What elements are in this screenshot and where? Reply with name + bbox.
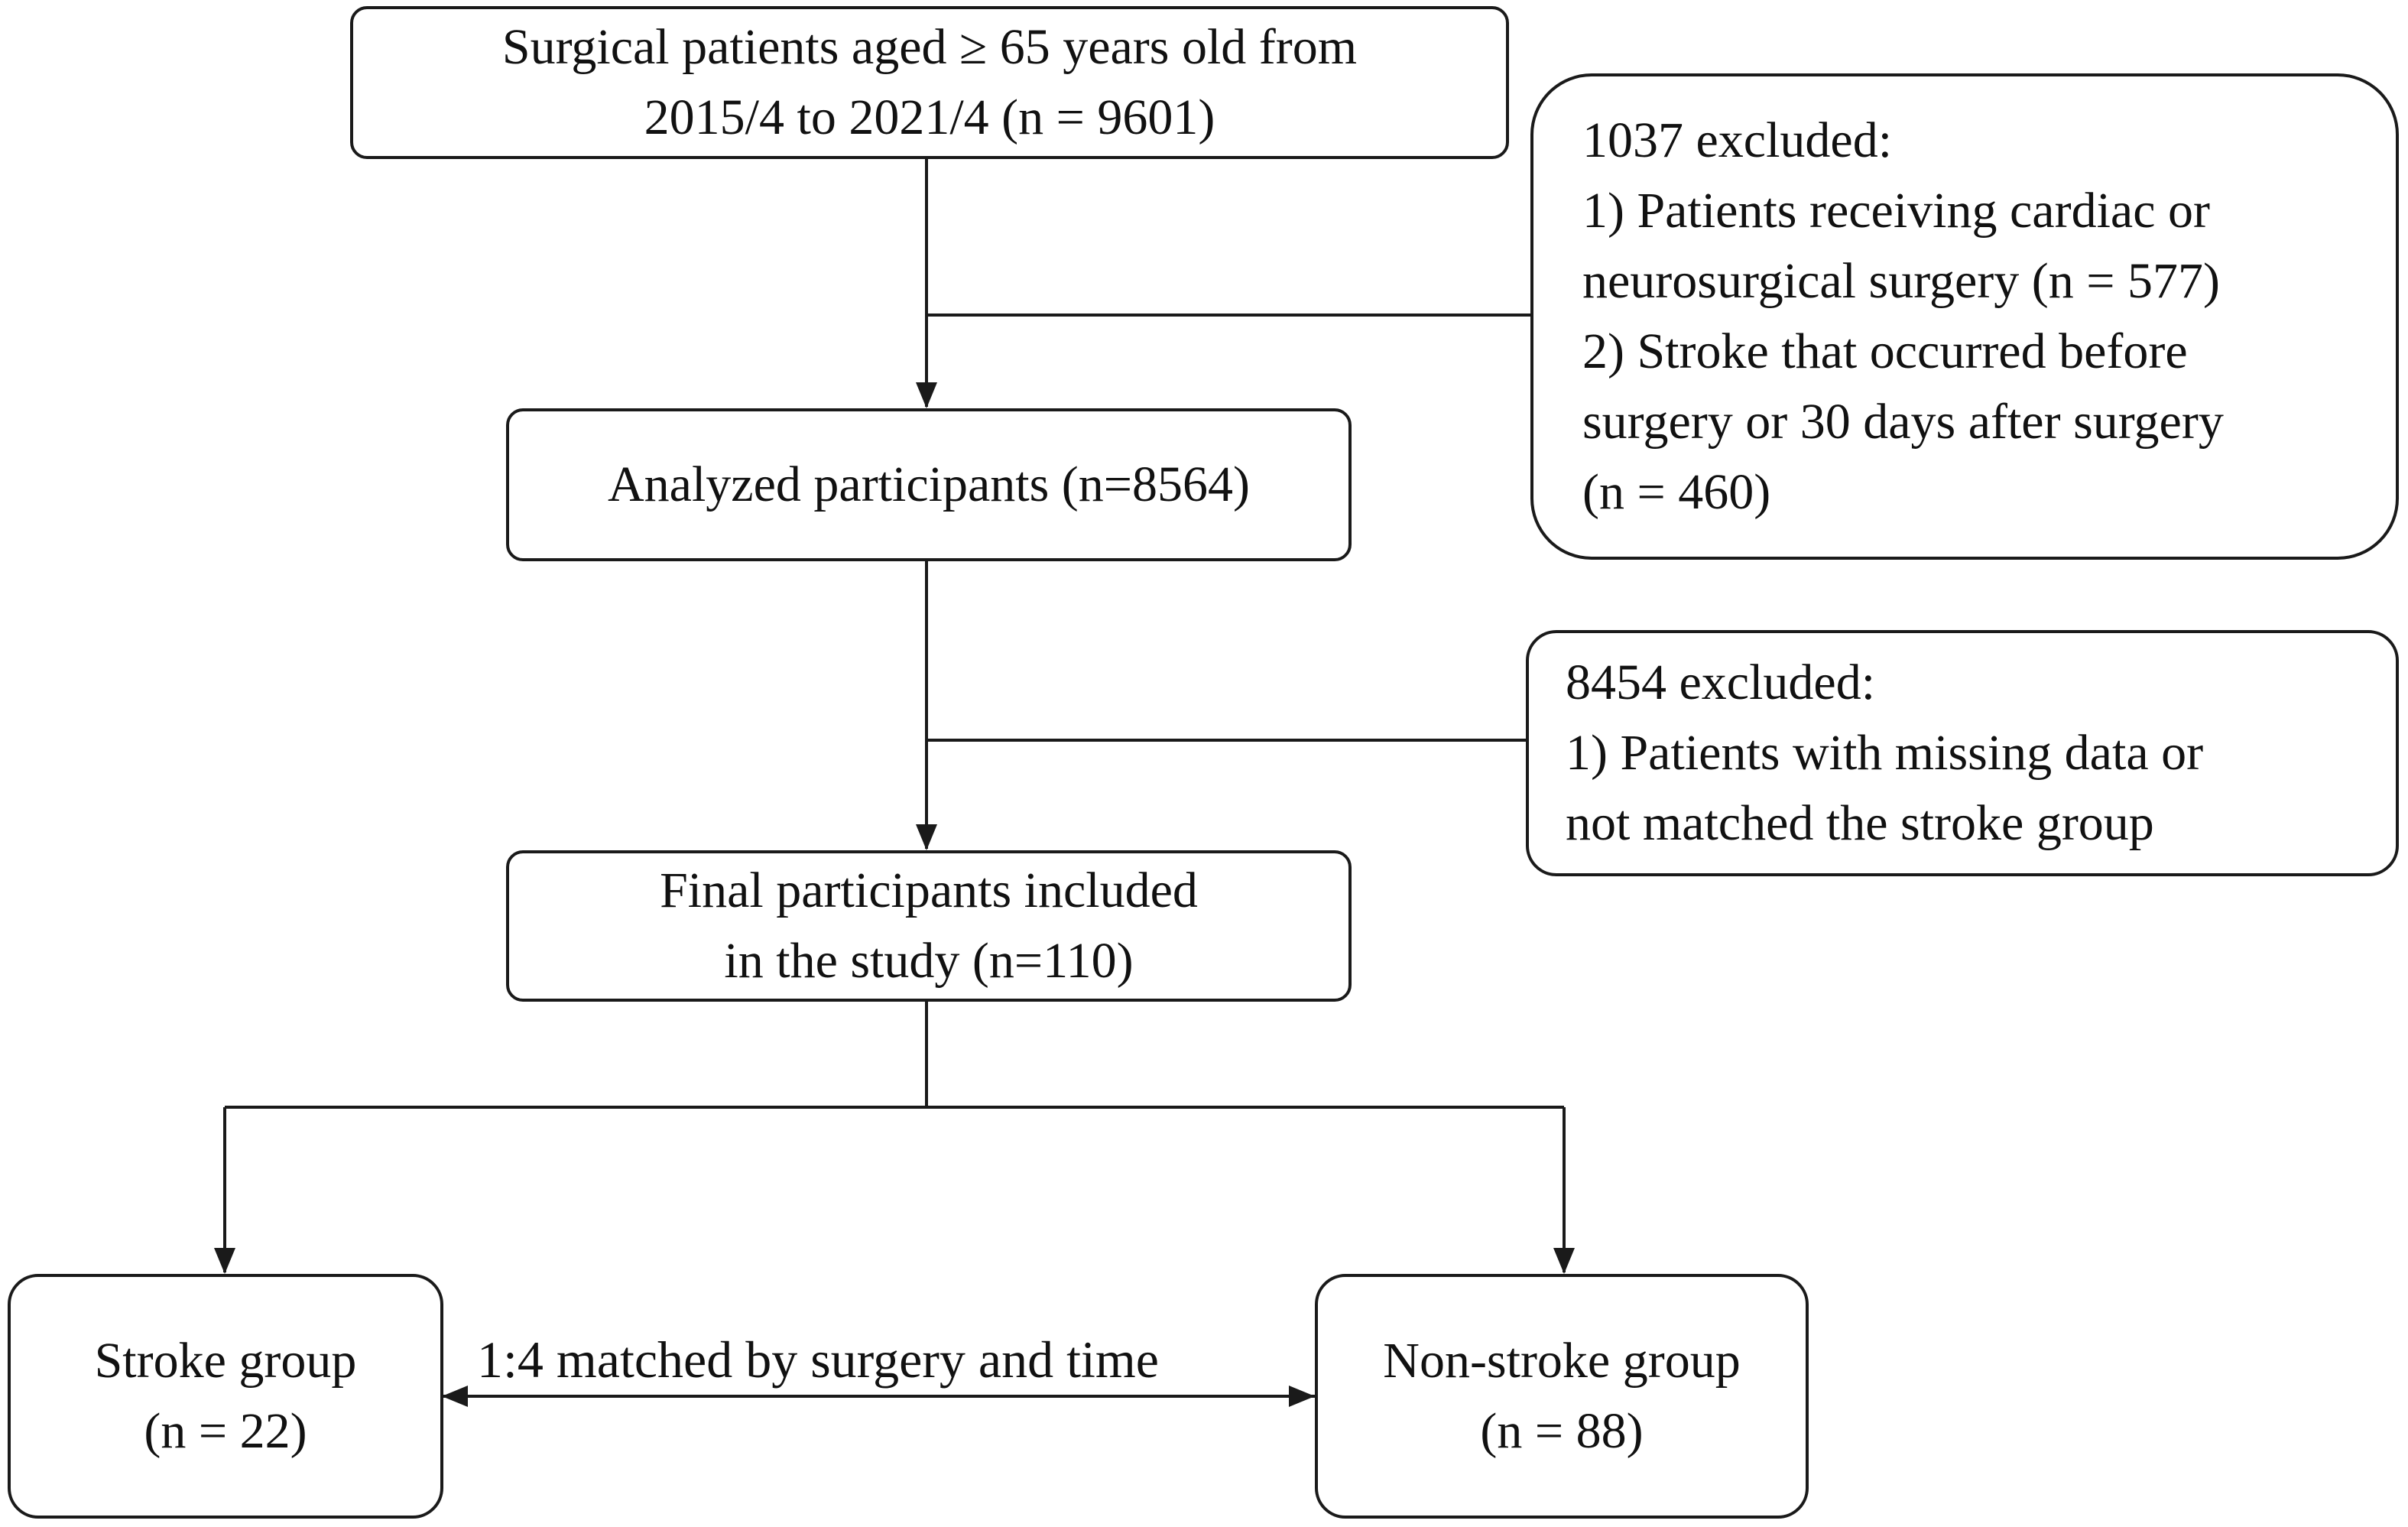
- stroke-group-box: Stroke group (n = 22): [8, 1274, 443, 1519]
- exclusion-2-line-3: not matched the stroke group: [1566, 795, 2154, 851]
- non-stroke-group-box: Non-stroke group (n = 88): [1315, 1274, 1809, 1519]
- arrowhead-analyzed: [916, 382, 937, 408]
- non-stroke-group-count: (n = 88): [1480, 1403, 1644, 1459]
- arrowhead-final: [916, 824, 937, 850]
- non-stroke-group-label: Non-stroke group: [1383, 1333, 1741, 1389]
- exclusion-1-line-5: surgery or 30 days after surgery: [1582, 394, 2224, 450]
- source-line-1: Surgical patients aged ≥ 65 years old fr…: [501, 19, 1358, 75]
- final-line-2: in the study (n=110): [724, 933, 1134, 989]
- matching-label: 1:4 matched by surgery and time: [474, 1329, 1162, 1390]
- exclusion-1-line-3: neurosurgical surgery (n = 577): [1582, 253, 2220, 309]
- final-participants-box: Final participants included in the study…: [506, 850, 1352, 1002]
- stroke-group-count: (n = 22): [144, 1403, 307, 1459]
- arrowhead-non-stroke-group: [1553, 1248, 1575, 1274]
- exclusion-box-1: 1037 excluded: 1) Patients receiving car…: [1530, 73, 2399, 560]
- exclusion-1-line-6: (n = 460): [1582, 464, 1771, 520]
- final-line-1: Final participants included: [660, 863, 1198, 918]
- exclusion-2-line-1: 8454 excluded:: [1566, 655, 1876, 710]
- exclusion-1-line-1: 1037 excluded:: [1582, 112, 1893, 168]
- source-line-2: 2015/4 to 2021/4 (n = 9601): [644, 89, 1215, 145]
- analyzed-box: Analyzed participants (n=8564): [506, 408, 1352, 561]
- exclusion-2-line-2: 1) Patients with missing data or: [1566, 725, 2204, 781]
- exclusion-1-line-2: 1) Patients receiving cardiac or: [1582, 183, 2210, 239]
- stroke-group-label: Stroke group: [94, 1333, 357, 1389]
- exclusion-1-line-4: 2) Stroke that occurred before: [1582, 323, 2188, 379]
- arrowhead-matching-right: [1289, 1386, 1315, 1407]
- exclusion-box-2: 8454 excluded: 1) Patients with missing …: [1526, 630, 2399, 876]
- source-box: Surgical patients aged ≥ 65 years old fr…: [350, 6, 1509, 159]
- arrowhead-matching-left: [442, 1386, 468, 1407]
- arrowhead-stroke-group: [214, 1248, 235, 1274]
- analyzed-line-1: Analyzed participants (n=8564): [608, 456, 1250, 512]
